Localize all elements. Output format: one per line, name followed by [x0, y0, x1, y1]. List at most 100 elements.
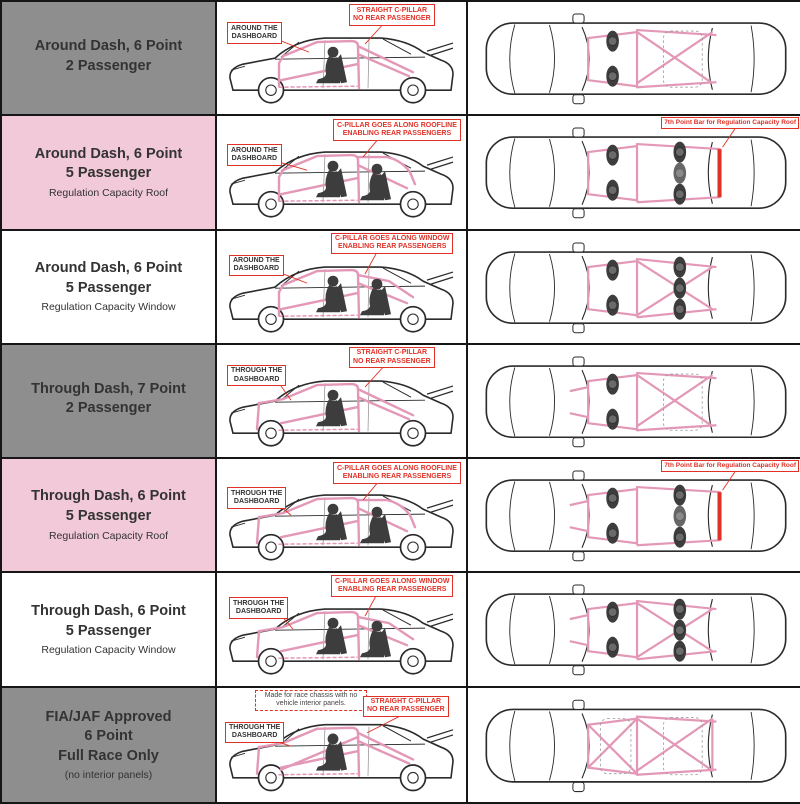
seat-outlines [599, 716, 703, 775]
dash-annotation-line1: AROUND THE [233, 257, 280, 265]
rear-passenger-figure [360, 621, 391, 658]
top-view-cell: 7th Point Bar for Regulation Capacity Ro… [468, 459, 800, 572]
side-view-diagram [229, 714, 454, 792]
driver-figure [316, 389, 347, 427]
pillar-annotation-line1: STRAIGHT C-PILLAR [356, 349, 428, 357]
config-subtitle: Regulation Capacity Roof [48, 187, 169, 200]
rear-passenger-figure-top [673, 484, 687, 507]
race-chassis-note: Made for race chassis with no vehicle in… [255, 689, 367, 712]
dash-annotation-line2: DASHBOARD [231, 155, 278, 163]
side-view-cell: AROUND THE DASHBOARD STRAIGHT C-PILLAR N… [217, 2, 468, 115]
roll-cage-lines [277, 154, 417, 204]
top-view-diagram [485, 356, 787, 448]
top-view-cell [468, 230, 800, 343]
side-view-cell: Made for race chassis with no vehicle in… [217, 687, 468, 802]
top-view-cell [468, 687, 800, 802]
rear-passenger-figure-top [673, 183, 687, 206]
front-passenger-figure [605, 373, 620, 395]
pillar-annotation-line2: ENABLING REAR PASSENGERS [342, 472, 452, 480]
config-subtitle: (no interior panels) [64, 769, 153, 782]
rear-middle-passenger-figure-top [673, 276, 687, 299]
pillar-annotation-line2: NO REAR PASSENGER [353, 357, 431, 365]
table-row: Through Dash, 7 Point 2 Passenger [2, 344, 800, 460]
config-label-cell: Through Dash, 6 Point 5 Passenger Regula… [2, 459, 217, 572]
driver-figure [316, 503, 347, 541]
annotation-leader-lines [278, 21, 386, 53]
pillar-annotation-line2: ENABLING REAR PASSENGERS [338, 586, 447, 594]
seventh-point-annotation: 7th Point Bar for Regulation Capacity Ro… [661, 460, 799, 472]
seventh-point-annotation-text: 7th Point Bar for Regulation Capacity Ro… [664, 119, 796, 127]
roll-cage-lines [255, 382, 415, 433]
rear-middle-passenger-figure-top [673, 619, 687, 642]
config-label-cell: Through Dash, 7 Point 2 Passenger [2, 344, 217, 458]
config-title-line1: Through Dash, 6 Point [31, 602, 186, 619]
top-view-diagram [485, 241, 787, 334]
rear-middle-passenger-figure-top [673, 162, 687, 185]
dash-annotation-line2: DASHBOARD [235, 608, 282, 616]
table-row: Through Dash, 6 Point 5 Passenger Regula… [2, 459, 800, 574]
roll-cage-top-lines [569, 486, 721, 547]
rear-passenger-figure-top [673, 297, 687, 320]
race-chassis-note-text: Made for race chassis with no vehicle in… [264, 692, 358, 708]
rear-passenger-figure-top [673, 141, 687, 164]
dash-annotation: THROUGH THE DASHBOARD [227, 364, 287, 387]
config-title-line1: Through Dash, 6 Point [31, 488, 186, 505]
pillar-annotation: C-PILLAR GOES ALONG ROOFLINE ENABLING RE… [333, 462, 461, 484]
config-title-line1: Around Dash, 6 Point [34, 37, 183, 54]
dash-annotation-line2: DASHBOARD [231, 732, 278, 740]
front-passenger-figure [605, 601, 620, 624]
rear-seat-outline [663, 373, 703, 431]
pillar-annotation-line1: C-PILLAR GOES ALONG ROOFLINE [337, 121, 457, 129]
pillar-annotation: C-PILLAR GOES ALONG WINDOW ENABLING REAR… [331, 232, 454, 255]
table-row: Around Dash, 6 Point 5 Passenger Regulat… [2, 116, 800, 231]
rear-passenger-figure-top [673, 526, 687, 549]
dash-annotation-line1: THROUGH THE [231, 489, 283, 497]
table-row: Around Dash, 6 Point 2 Passenger [2, 2, 800, 117]
table-row: Through Dash, 6 Point 5 Passenger Regula… [2, 573, 800, 688]
config-title-line1: Around Dash, 6 Point [34, 259, 183, 276]
config-title-line2: 2 Passenger [65, 400, 152, 417]
pillar-annotation-line1: STRAIGHT C-PILLAR [356, 6, 428, 14]
annotation-leader-lines [278, 138, 380, 171]
side-view-diagram [229, 364, 454, 447]
driver-figure [316, 275, 347, 312]
top-view-diagram [485, 127, 787, 219]
roll-cage-lines [277, 268, 415, 318]
side-view-diagram [229, 138, 454, 218]
config-title-line2: 5 Passenger [65, 622, 152, 639]
top-view-diagram [485, 699, 787, 793]
dash-annotation-line2: DASHBOARD [233, 375, 280, 383]
table-row: Around Dash, 6 Point 5 Passenger Regulat… [2, 230, 800, 345]
config-subtitle: Regulation Capacity Window [41, 644, 176, 657]
driver-figure-top [605, 522, 620, 545]
config-label-cell: Around Dash, 6 Point 5 Passenger Regulat… [2, 116, 217, 229]
rear-passenger-figure-top [673, 598, 687, 621]
driver-figure [316, 160, 347, 198]
dash-annotation: THROUGH THE DASHBOARD [229, 597, 289, 619]
dash-annotation-line1: THROUGH THE [229, 724, 281, 732]
side-view-cell: THROUGH THE DASHBOARD C-PILLAR GOES ALON… [217, 459, 468, 572]
dash-annotation-line2: DASHBOARD [231, 32, 278, 40]
top-view-diagram [485, 584, 787, 676]
dash-annotation: AROUND THE DASHBOARD [227, 144, 282, 166]
pillar-annotation-line1: C-PILLAR GOES ALONG WINDOW [335, 577, 450, 585]
top-view-cell [468, 573, 800, 686]
side-view-diagram [229, 594, 454, 676]
driver-figure-top [605, 179, 620, 202]
top-view-cell [468, 2, 800, 115]
pillar-annotation: C-PILLAR GOES ALONG ROOFLINE ENABLING RE… [333, 119, 461, 141]
pillar-annotation-line2: NO REAR PASSENGER [353, 14, 431, 22]
pillar-annotation-line1: C-PILLAR GOES ALONG ROOFLINE [337, 464, 457, 472]
roll-cage-lines [277, 39, 415, 90]
driver-figure-top [605, 293, 620, 316]
config-subtitle: Regulation Capacity Window [41, 301, 176, 314]
annotation-leader-lines [280, 251, 378, 284]
dash-annotation: AROUND THE DASHBOARD [229, 254, 284, 277]
config-label-cell: Around Dash, 6 Point 5 Passenger Regulat… [2, 230, 217, 343]
pillar-annotation: STRAIGHT C-PILLAR NO REAR PASSENGER [363, 695, 449, 718]
dash-annotation-line1: AROUND THE [231, 146, 278, 154]
driver-figure-top [605, 65, 620, 88]
config-title-line2: 6 Point [84, 728, 133, 745]
rear-passenger-figure-top [673, 640, 687, 663]
